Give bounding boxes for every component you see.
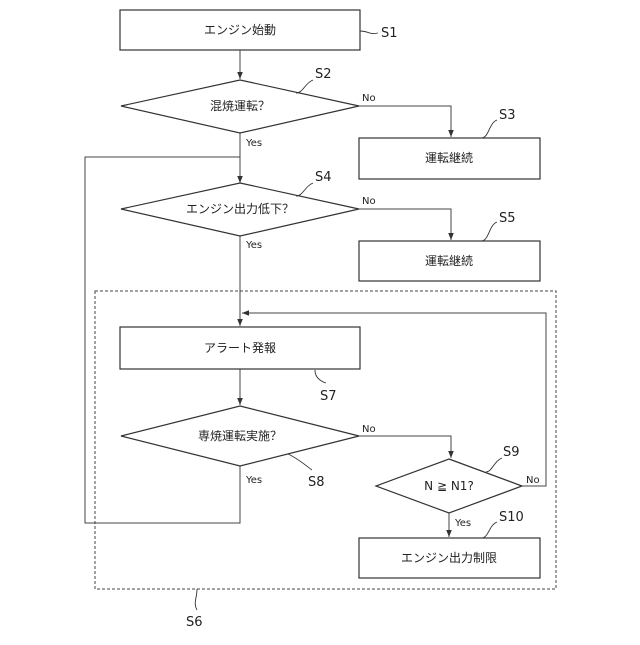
edge-label-s9-yes: Yes [454,518,471,529]
node-s3-text: 運転継続 [425,150,473,165]
edge-s4-s5 [359,209,451,240]
step-label-s1: S1 [381,26,398,41]
node-s4: エンジン出力低下？ [121,183,359,236]
edge-s2-s3 [359,106,451,137]
node-s3: 運転継続 [359,138,540,179]
node-s10: エンジン出力制限 [359,538,540,578]
leader-s1 [360,31,378,34]
edge-label-s9-no: No [526,475,540,486]
step-label-s5: S5 [499,211,516,226]
step-label-s10: S10 [499,510,524,525]
leader-s10 [482,522,497,538]
leader-s7 [315,370,326,383]
edge-label-s4-no: No [362,196,376,207]
step-label-s3: S3 [499,108,516,123]
node-s4-text: エンジン出力低下？ [186,202,294,216]
edge-label-s4-yes: Yes [245,240,262,251]
node-s10-text: エンジン出力制限 [401,551,497,565]
node-s1-text: エンジン始動 [204,23,276,37]
leader-s8 [288,454,312,470]
leader-s3 [482,120,497,138]
step-label-s7: S7 [320,389,337,404]
node-s2: 混焼運転？ [121,80,359,133]
step-label-s9: S9 [503,445,520,460]
node-s9: N ≧ N1? [376,459,522,513]
node-s7: アラート発報 [120,327,360,369]
node-s8-text: 専焼運転実施？ [198,428,282,443]
node-s5-text: 運転継続 [425,253,473,268]
node-s1: エンジン始動 [120,10,360,50]
leader-s5 [482,222,497,241]
edge-label-s2-no: No [362,93,376,104]
leader-s9 [486,458,502,472]
node-s7-text: アラート発報 [204,341,276,355]
step-label-s6: S6 [186,615,203,630]
edge-label-s8-yes: Yes [245,475,262,486]
edge-label-s2-yes: Yes [245,138,262,149]
edge-s8-s9 [359,436,451,458]
step-label-s8: S8 [308,475,325,490]
step-label-s2: S2 [315,67,332,82]
node-s5: 運転継続 [359,241,540,281]
step-label-s4: S4 [315,170,332,185]
edge-label-s8-no: No [362,424,376,435]
node-s8: 専焼運転実施？ [121,406,359,466]
node-s9-text: N ≧ N1? [424,479,474,493]
leader-s6 [195,589,197,610]
leader-s2 [296,80,313,93]
node-s2-text: 混焼運転？ [210,99,270,113]
leader-s4 [296,183,313,196]
